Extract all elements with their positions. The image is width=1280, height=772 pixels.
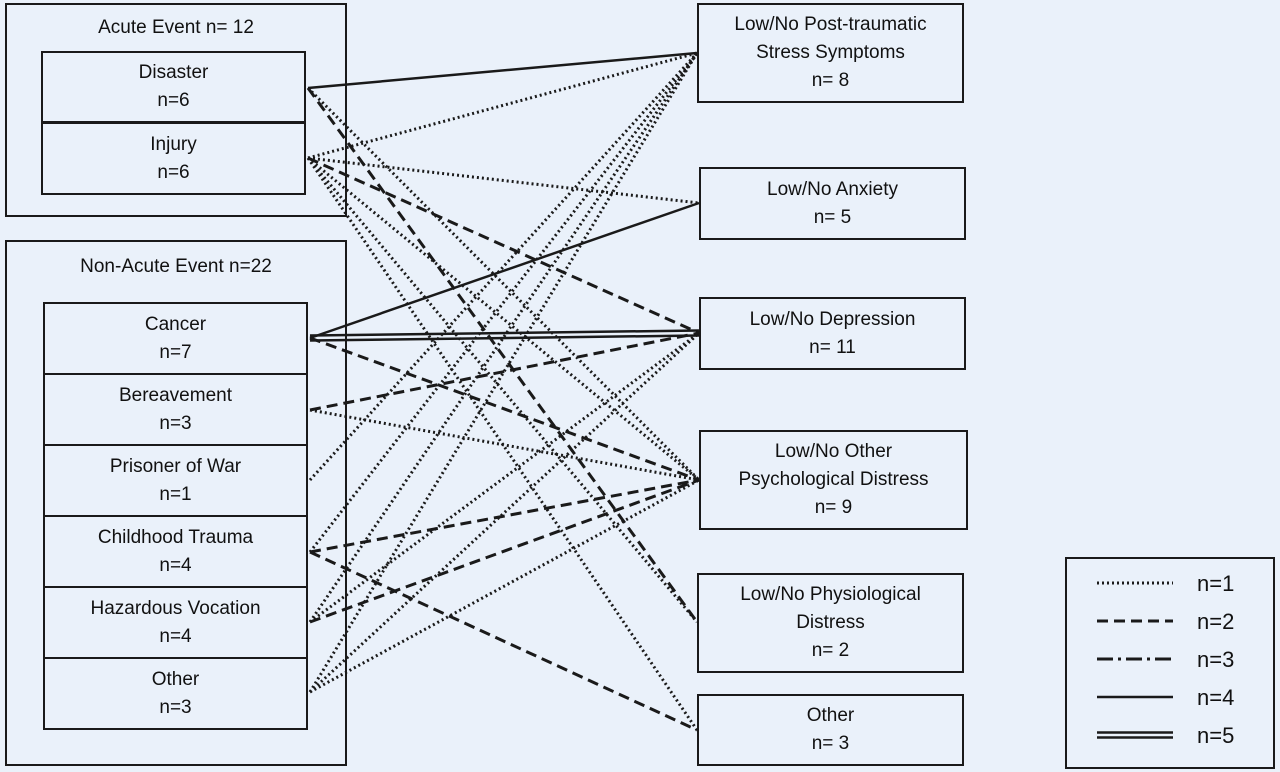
- acute-event-title: Acute Event n= 12: [98, 17, 254, 38]
- legend-label: n=3: [1197, 647, 1235, 672]
- link-cancer-to-depression: [310, 334, 700, 342]
- target-count: n= 11: [809, 336, 856, 358]
- legend-row-n4: n=4: [1067, 683, 1273, 713]
- legend-label: n=4: [1197, 685, 1235, 710]
- target-ptss: Low/No Post-traumatic Stress Symptoms n=…: [697, 3, 964, 103]
- target-label: Low/No Other: [774, 441, 893, 462]
- link-other-to-depression: [308, 331, 701, 694]
- source-name: Injury: [150, 133, 197, 155]
- source-name: Prisoner of War: [109, 455, 242, 477]
- source-name: Childhood Trauma: [97, 526, 254, 548]
- link-childhood-to-ptss: [308, 52, 699, 553]
- legend-swatch-n3: [1097, 657, 1173, 661]
- source-count: n=4: [159, 554, 192, 576]
- non-acute-event-group: Non-Acute Event n=22: [5, 240, 347, 766]
- target-count: n= 2: [811, 640, 850, 661]
- source-other: Other n=3: [43, 657, 308, 730]
- legend-label: n=5: [1197, 723, 1235, 748]
- acute-event-group: Acute Event n= 12: [5, 3, 347, 217]
- source-cancer: Cancer n=7: [43, 302, 308, 375]
- target-psychological-distress: Low/No Other Psychological Distress n= 9: [699, 430, 968, 530]
- link-injury-to-depression: [307, 156, 700, 335]
- link-disaster-to-distress: [306, 86, 701, 482]
- target-count: n= 9: [814, 497, 853, 518]
- link-injury-to-anxiety: [307, 156, 700, 205]
- target-depression: Low/No Depression n= 11: [699, 297, 966, 370]
- source-count: n=1: [159, 483, 192, 505]
- link-hazardous-to-distress: [309, 478, 700, 624]
- link-cancer-to-distress: [309, 336, 700, 482]
- target-label: Other: [806, 705, 855, 726]
- link-injury-to-physio: [306, 157, 699, 623]
- link-cancer-to-depression: [309, 329, 699, 337]
- source-name: Disaster: [138, 62, 209, 83]
- target-count: n= 5: [813, 206, 852, 228]
- target-label: Distress: [796, 612, 865, 633]
- source-prisoner-of-war: Prisoner of War n=1: [43, 444, 308, 517]
- target-label: Psychological Distress: [738, 469, 929, 490]
- legend: n=1 n=2 n=3 n=4 n=5: [1065, 557, 1275, 769]
- legend-row-n3: n=3: [1067, 645, 1273, 675]
- target-label: Stress Symptoms: [756, 42, 905, 63]
- target-label: Low/No Post-traumatic: [734, 14, 927, 35]
- target-count: n= 3: [811, 733, 850, 754]
- target-label: Low/No Depression: [749, 308, 916, 330]
- source-count: n=7: [159, 341, 192, 363]
- source-name: Cancer: [144, 313, 207, 335]
- source-count: n=6: [157, 161, 190, 183]
- target-other: Other n= 3: [697, 694, 964, 766]
- link-childhood-to-other: [309, 550, 698, 732]
- source-bereavement: Bereavement n=3: [43, 373, 308, 446]
- link-childhood-to-distress: [309, 478, 700, 554]
- link-disaster-to-physio: [306, 87, 699, 623]
- target-label: Low/No Anxiety: [767, 178, 898, 200]
- source-count: n=3: [159, 412, 192, 434]
- link-pow-to-ptss: [308, 51, 699, 482]
- legend-label: n=2: [1197, 609, 1235, 634]
- target-count: n= 8: [811, 70, 850, 91]
- legend-swatch-n4: [1097, 695, 1173, 699]
- link-other-to-distress: [309, 478, 700, 694]
- link-injury-to-ptss: [307, 51, 698, 160]
- legend-label: n=1: [1197, 571, 1235, 596]
- link-bereavement-to-depression: [309, 331, 700, 412]
- legend-row-n1: n=1: [1067, 569, 1273, 599]
- link-cancer-to-anxiety: [309, 201, 700, 340]
- non-acute-event-title: Non-Acute Event n=22: [80, 256, 272, 277]
- source-count: n=6: [157, 90, 190, 111]
- legend-swatch-n1: [1097, 581, 1173, 585]
- link-bereavement-to-distress: [309, 408, 700, 482]
- source-count: n=4: [159, 625, 192, 647]
- legend-row-n2: n=2: [1067, 607, 1273, 637]
- target-label: Low/No Physiological: [740, 584, 921, 605]
- source-name: Hazardous Vocation: [90, 597, 261, 619]
- link-hazardous-to-depression: [309, 331, 700, 624]
- source-count: n=3: [159, 696, 192, 718]
- legend-swatch-n5: [1097, 731, 1173, 739]
- source-name: Other: [151, 668, 200, 690]
- legend-swatch-n2: [1097, 619, 1173, 623]
- link-disaster-to-ptss: [307, 51, 698, 90]
- source-name: Bereavement: [118, 384, 232, 406]
- source-disaster: Disaster n=6: [41, 51, 306, 123]
- target-anxiety: Low/No Anxiety n= 5: [699, 167, 966, 240]
- target-physiological-distress: Low/No Physiological Distress n= 2: [697, 573, 964, 673]
- legend-row-n5: n=5: [1067, 721, 1273, 751]
- source-injury: Injury n=6: [41, 122, 306, 195]
- source-childhood-trauma: Childhood Trauma n=4: [43, 515, 308, 588]
- source-hazardous-vocation: Hazardous Vocation n=4: [43, 586, 308, 659]
